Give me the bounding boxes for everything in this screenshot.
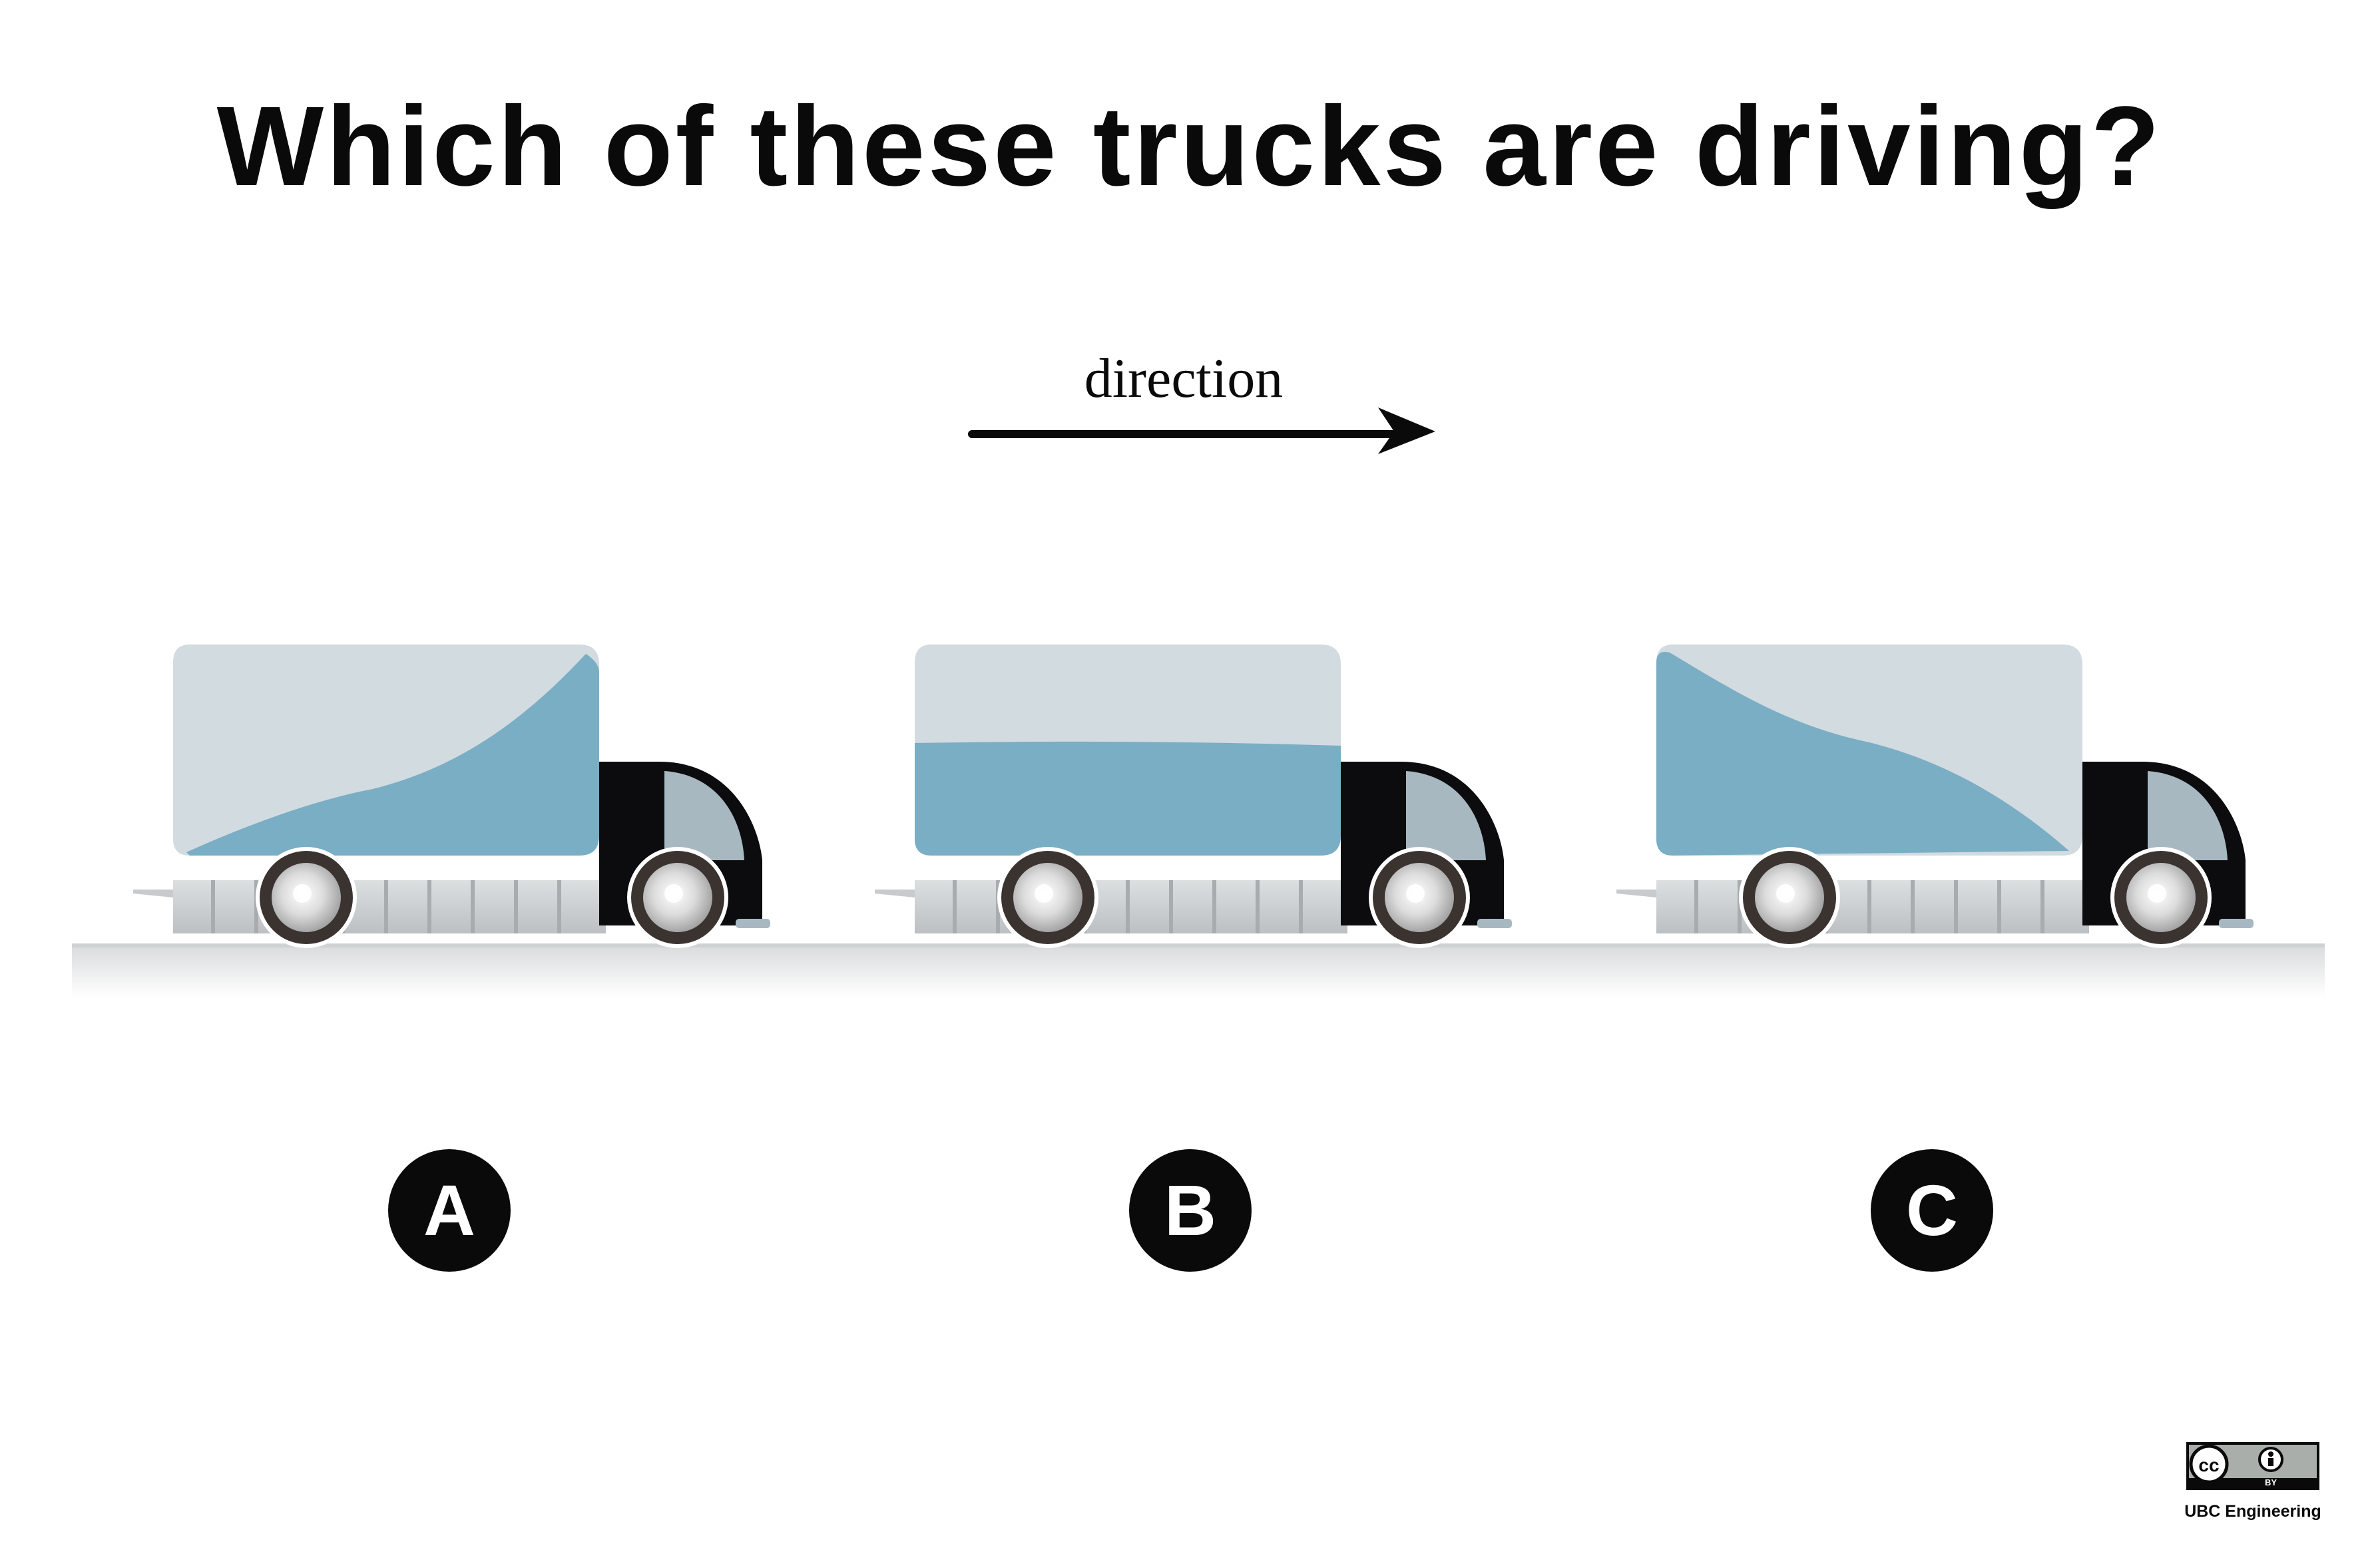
- option-a-letter: A: [423, 1170, 475, 1250]
- option-c-letter: C: [1906, 1170, 1958, 1250]
- by-label: BY: [2265, 1477, 2277, 1487]
- cc-icon: [2189, 1444, 2229, 1484]
- truck-c: [1616, 645, 2254, 948]
- truck-b: [875, 645, 1512, 948]
- option-b-letter: B: [1164, 1170, 1216, 1250]
- cc-icon-text: cc: [2198, 1455, 2219, 1475]
- credit-text: UBC Engineering: [2184, 1502, 2321, 1521]
- liquid-b: [915, 741, 1341, 856]
- question-title: Which of these trucks are driving?: [217, 83, 2163, 210]
- ground: [72, 944, 2325, 997]
- option-a-badge: [388, 1149, 511, 1272]
- direction-arrow-icon: [1378, 407, 1435, 454]
- license-badge: cc BY: [2186, 1442, 2319, 1490]
- direction-label: direction: [1084, 348, 1284, 409]
- liquid-c: [1656, 652, 2069, 856]
- liquid-a: [186, 654, 599, 856]
- option-c-badge: [1871, 1149, 1993, 1272]
- option-c[interactable]: C: [1871, 1149, 1993, 1272]
- truck-a: [133, 645, 770, 948]
- option-a[interactable]: A: [388, 1149, 511, 1272]
- option-b[interactable]: B: [1129, 1149, 1252, 1272]
- option-b-badge: [1129, 1149, 1252, 1272]
- direction-indicator: direction: [968, 348, 1435, 454]
